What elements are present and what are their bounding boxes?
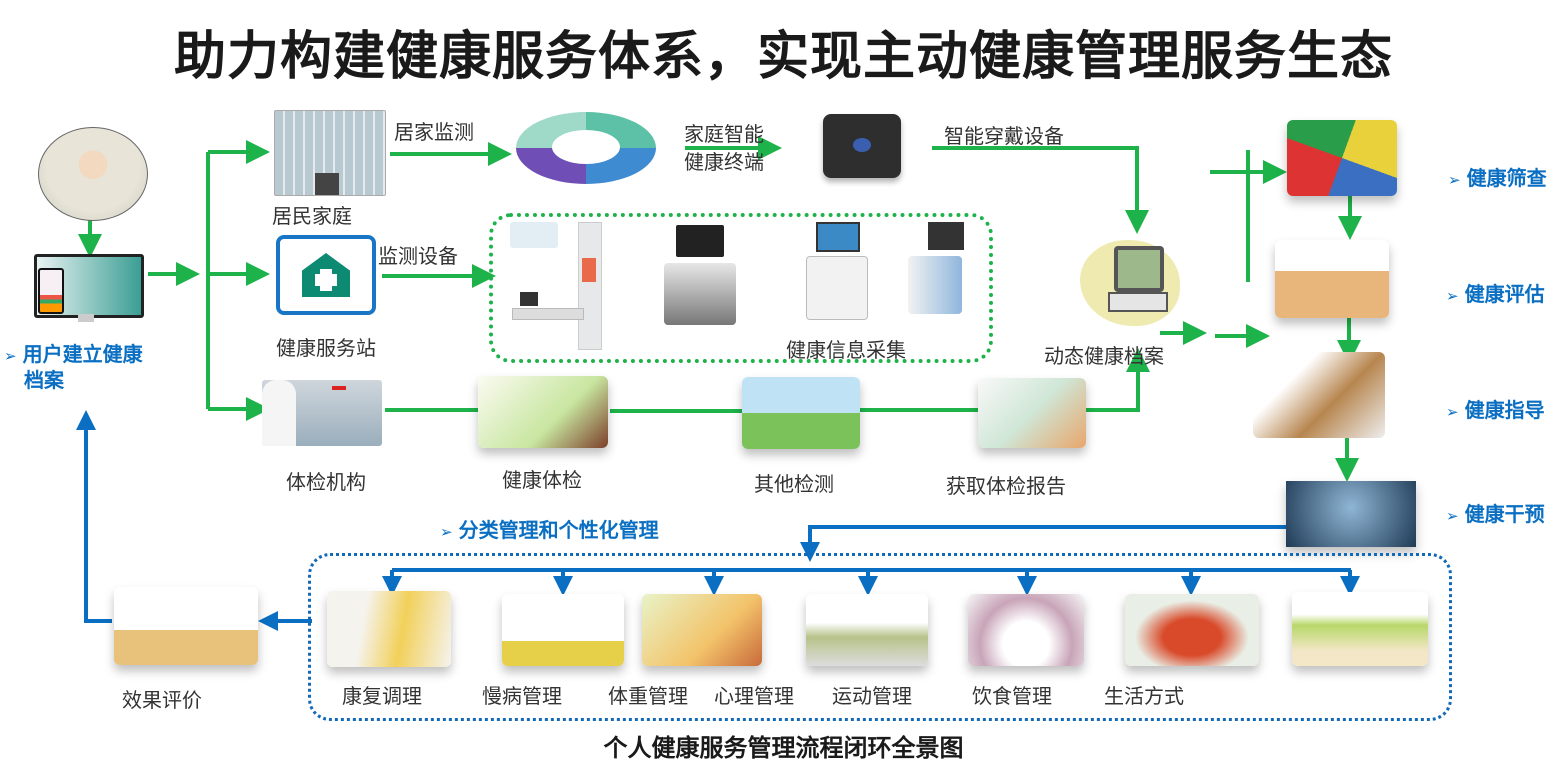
evaluation-image <box>114 587 258 665</box>
step-screening: ➢健康筛查 <box>1448 166 1547 190</box>
guidance-image <box>1253 352 1385 438</box>
residential-building-icon <box>274 110 386 196</box>
evaluation-label: 效果评价 <box>122 688 202 712</box>
bullet-arrow-icon: ➢ <box>1446 287 1459 305</box>
wearable-label: 智能穿戴设备 <box>944 124 1064 148</box>
home-devices-ring-image <box>516 112 656 184</box>
medical-cart-image <box>664 225 736 333</box>
screening-image <box>1287 120 1397 196</box>
ecg-cart-image <box>902 222 968 320</box>
exam-chain-image-2 <box>742 377 860 449</box>
page-title: 助力构建健康服务体系，实现主动健康管理服务生态 <box>173 27 1393 87</box>
management-image-weight <box>642 594 762 666</box>
management-label-rehab: 康复调理 <box>342 684 422 708</box>
user-avatar <box>38 127 148 221</box>
health-info-collection-group <box>489 213 993 363</box>
bullet-arrow-icon: ➢ <box>440 523 453 541</box>
management-image-exercise <box>806 594 928 666</box>
management-image-diet <box>968 594 1084 666</box>
step-guidance: ➢健康指导 <box>1446 398 1545 422</box>
exam-chain-label-1: 健康体检 <box>502 468 582 492</box>
management-label-weight: 体重管理 <box>608 684 688 708</box>
management-image-lifestyle <box>1125 594 1259 666</box>
exam-chain-label-3: 获取体检报告 <box>946 474 1066 498</box>
management-label-psych: 心理管理 <box>714 684 794 708</box>
ultrasound-cart-image <box>806 222 868 326</box>
management-group <box>308 553 1452 721</box>
management-label-exercise: 运动管理 <box>832 684 912 708</box>
smart-terminal-device-image <box>823 114 901 178</box>
bullet-arrow-icon: ➢ <box>1446 403 1459 421</box>
bullet-arrow-icon: ➢ <box>1448 171 1461 189</box>
collection-label: 健康信息采集 <box>786 338 906 362</box>
management-label-lifestyle: 生活方式 <box>1104 684 1184 708</box>
bullet-arrow-icon: ➢ <box>1446 507 1459 525</box>
dynamic-record-computer-image <box>1080 240 1180 326</box>
arrow-wearable-to-record <box>932 146 1149 234</box>
home-monitor-label: 居家监测 <box>394 120 474 144</box>
home-terminal-label: 家庭智能 健康终端 <box>684 122 764 174</box>
health-station-icon <box>276 235 376 315</box>
management-image-rehab <box>327 591 451 667</box>
exam-chain-image-1 <box>478 376 608 448</box>
exam-chain-image-3 <box>978 378 1086 448</box>
step-intervention: ➢健康干预 <box>1446 502 1545 526</box>
assessment-image <box>1275 240 1389 318</box>
step-create-record: ➢用户建立健康 档案 <box>4 342 143 392</box>
management-heading: ➢分类管理和个性化管理 <box>440 518 659 542</box>
arrow-report-to-record <box>1086 348 1150 412</box>
diagram-caption: 个人健康服务管理流程闭环全景图 <box>603 734 964 762</box>
arrow-intervention-to-management <box>800 525 1290 562</box>
exam-chain-label-2: 其他检测 <box>754 472 834 496</box>
dynamic-record-label: 动态健康档案 <box>1044 344 1164 368</box>
health-kiosk-image <box>506 222 614 350</box>
exam-institution-icon <box>262 380 382 446</box>
exam-org-label: 体检机构 <box>286 470 366 494</box>
station-monitor-label: 监测设备 <box>378 244 458 268</box>
bullet-arrow-icon: ➢ <box>4 347 17 365</box>
intervention-cloud-image <box>1286 481 1416 547</box>
management-label-diet: 饮食管理 <box>972 684 1052 708</box>
management-label-chronic: 慢病管理 <box>482 684 562 708</box>
management-image-activity <box>1292 592 1428 666</box>
arrow-evaluation-to-user <box>76 410 112 623</box>
step-assessment: ➢健康评估 <box>1446 282 1545 306</box>
id-card-image <box>510 222 558 248</box>
station-label: 健康服务站 <box>276 336 376 360</box>
management-image-chronic <box>502 594 624 666</box>
home-label: 居民家庭 <box>272 204 352 228</box>
platform-screen-image <box>30 254 144 326</box>
